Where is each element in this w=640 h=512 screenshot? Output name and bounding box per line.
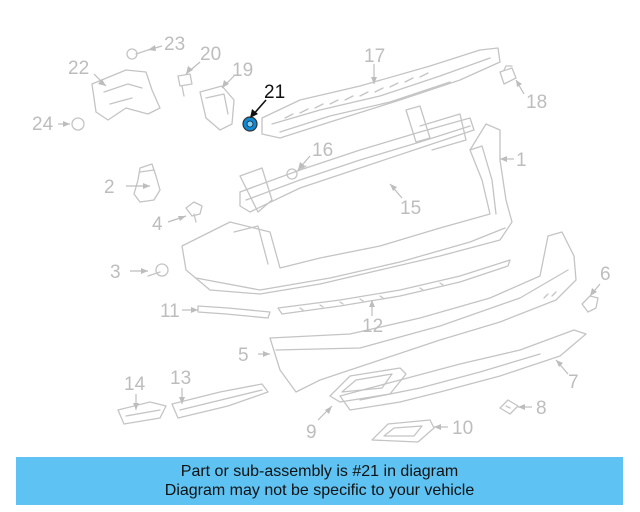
part-1-bumper-cover	[181, 123, 513, 295]
callout-3: 3	[110, 262, 121, 283]
part-14-reflector	[117, 401, 167, 425]
info-banner: Part or sub-assembly is #21 in diagram D…	[16, 457, 623, 505]
callout-24: 24	[32, 114, 54, 135]
part-2-cover	[133, 163, 161, 203]
banner-part-line: Part or sub-assembly is #21 in diagram	[180, 463, 459, 480]
callout-11: 11	[160, 301, 180, 322]
part-21-clip-nut	[242, 116, 258, 132]
part-24-clip	[71, 117, 85, 131]
part-16-bolt	[286, 165, 307, 180]
part-19-bracket	[199, 85, 235, 131]
callout-23: 23	[164, 34, 185, 55]
part-5-lower-cover	[269, 231, 577, 393]
callout-7: 7	[568, 372, 579, 393]
part-9-exhaust-trim	[329, 367, 407, 403]
callout-4: 4	[152, 214, 163, 235]
callout-6: 6	[600, 264, 611, 285]
callout-1: 1	[516, 150, 527, 171]
callout-10: 10	[452, 418, 473, 439]
callout-13: 13	[170, 368, 191, 389]
part-10-exhaust-trim	[371, 419, 435, 443]
callout-15: 15	[400, 198, 421, 219]
callout-20: 20	[200, 44, 221, 65]
leader-21	[250, 99, 267, 118]
parts-diagram: 1 2 3 4 5 6 7 8 9 10 11 12 13 14 15 16 1…	[32, 34, 611, 443]
part-20-screw	[177, 73, 193, 97]
callout-18: 18	[526, 92, 547, 113]
callout-12: 12	[362, 316, 383, 337]
part-3-screw	[147, 263, 169, 277]
leader-lines	[58, 45, 601, 430]
part-15-impact-bar	[239, 105, 475, 213]
part-8-clip	[499, 399, 519, 415]
part-6-sensor	[581, 295, 599, 313]
callout-2: 2	[104, 177, 115, 198]
callout-22: 22	[68, 58, 89, 79]
part-4-pushpin	[185, 201, 203, 223]
callout-14: 14	[124, 374, 146, 395]
part-7-diffuser	[339, 329, 587, 411]
callout-17: 17	[364, 46, 385, 67]
part-18-clip	[499, 65, 517, 85]
callout-labels: 1 2 3 4 5 6 7 8 9 10 11 12 13 14 15 16 1…	[32, 34, 611, 443]
callout-5: 5	[238, 345, 249, 366]
callout-8: 8	[536, 398, 547, 419]
callout-21: 21	[264, 82, 285, 103]
banner-disclaimer-line: Diagram may not be specific to your vehi…	[164, 482, 475, 499]
part-22-bracket	[91, 69, 161, 121]
callout-16: 16	[312, 140, 333, 161]
part-23-bolt	[126, 48, 149, 60]
callout-19: 19	[232, 60, 253, 81]
part-13-reflector	[171, 383, 269, 419]
part-17-absorber	[261, 47, 501, 139]
part-11-12-strips	[197, 259, 511, 319]
callout-9: 9	[306, 422, 317, 443]
